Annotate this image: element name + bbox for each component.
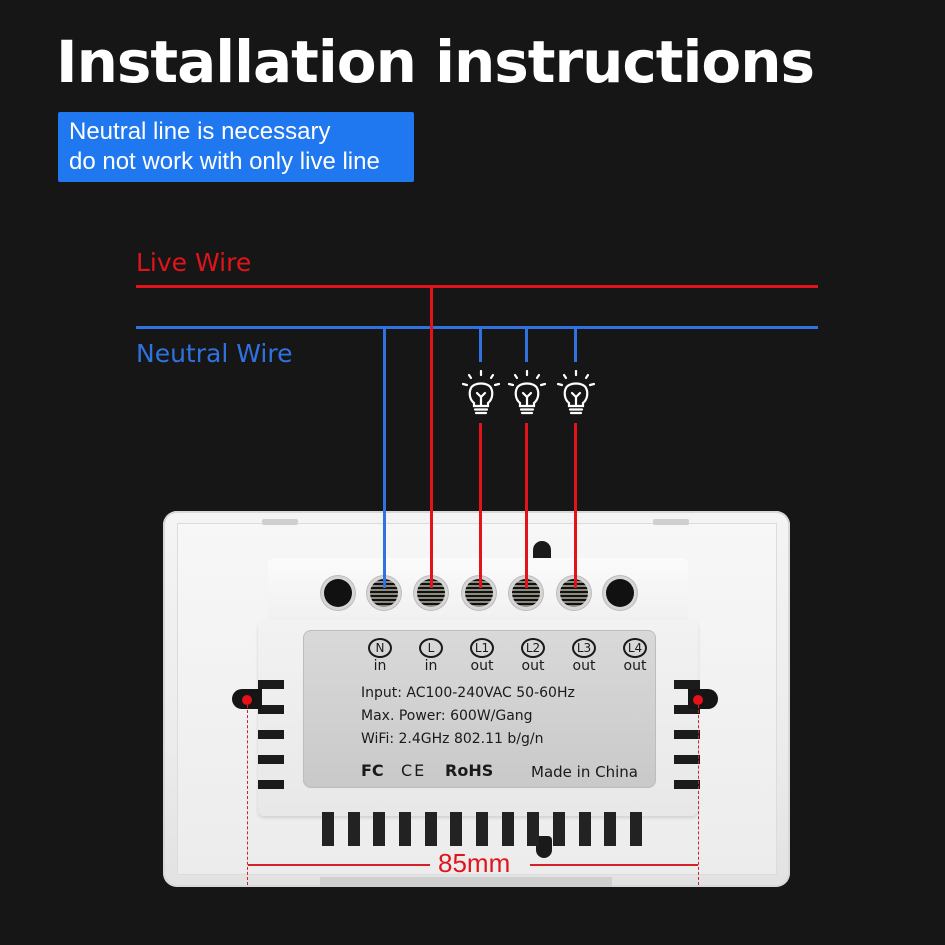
origin-label: Made in China: [531, 763, 638, 781]
terminal-marking-l1: L1 out: [462, 638, 502, 674]
vent-slot: [450, 812, 463, 846]
light-bulb-icon: [556, 370, 596, 415]
live-wire-bus: [136, 285, 818, 288]
dimension-label: 85mm: [438, 848, 511, 878]
notice-line-2: do not work with only live line: [69, 148, 380, 175]
page-title: Installation instructions: [56, 28, 815, 96]
vent-slot: [629, 812, 642, 846]
terminal-marking-n: N in: [360, 638, 400, 674]
neutral-wire-label: Neutral Wire: [136, 339, 293, 368]
side-vent: [258, 680, 284, 689]
terminal-id: L4: [623, 638, 647, 658]
neutral-drop-load-3: [574, 326, 577, 362]
rohs-logo: RoHS: [445, 761, 494, 780]
bottom-clip-slot: [536, 836, 552, 858]
live-wire-label: Live Wire: [136, 248, 252, 277]
terminal-role: out: [623, 658, 647, 674]
live-wire-to-l: [430, 285, 433, 588]
vent-slot: [578, 812, 591, 846]
vent-slot: [527, 812, 540, 846]
terminal-id: L1: [470, 638, 494, 658]
light-bulb-icon: [507, 370, 547, 415]
vent-slot: [604, 812, 617, 846]
terminal-role: in: [424, 658, 438, 674]
terminal-marking-l3: L3 out: [564, 638, 604, 674]
load-3-to-l3: [574, 423, 577, 588]
side-vent: [674, 730, 700, 739]
terminal-role: in: [373, 658, 387, 674]
vent-slot: [501, 812, 514, 846]
terminal-role: out: [572, 658, 596, 674]
neutral-wire-bus: [136, 326, 818, 329]
measure-point-right: [693, 695, 703, 705]
terminal-id: L2: [521, 638, 545, 658]
neutral-line-notice: Neutral line is necessary do not work wi…: [58, 112, 414, 182]
load-1-to-l1: [479, 423, 482, 588]
side-vent: [674, 780, 700, 789]
dimension-guide-right: [698, 705, 699, 885]
terminal-markings: N in L in L1 out L2 out L3 out L4 out: [360, 638, 656, 682]
terminal-id: N: [368, 638, 392, 658]
terminal-marking-l4: L4 out: [615, 638, 655, 674]
neutral-wire-to-n: [383, 326, 386, 588]
side-vent: [258, 730, 284, 739]
light-bulb-icon: [461, 370, 501, 415]
side-vent: [674, 680, 700, 689]
vent-slot: [322, 812, 334, 846]
vent-slot: [398, 812, 411, 846]
neutral-drop-load-1: [479, 326, 482, 362]
terminal-role: out: [470, 658, 494, 674]
side-vent: [258, 755, 284, 764]
terminal-id: L3: [572, 638, 596, 658]
plate-bottom-recess: [320, 877, 612, 887]
spec-power: Max. Power: 600W/Gang: [361, 708, 533, 724]
side-vent: [258, 780, 284, 789]
side-vent: [258, 705, 284, 714]
dimension-line-left: [248, 864, 430, 866]
plate-tab-right: [653, 519, 689, 525]
dimension-guide-left: [247, 705, 248, 885]
vent-slot: [552, 812, 565, 846]
notice-line-1: Neutral line is necessary: [69, 118, 331, 145]
bottom-vent-row: [322, 812, 642, 846]
load-2-to-l2: [525, 423, 528, 588]
terminal-role: out: [521, 658, 545, 674]
vent-slot: [475, 812, 488, 846]
vent-slot: [424, 812, 437, 846]
spec-input: Input: AC100-240VAC 50-60Hz: [361, 685, 575, 701]
spec-wifi: WiFi: 2.4GHz 802.11 b/g/n: [361, 731, 544, 747]
side-vent: [674, 755, 700, 764]
measure-point-left: [242, 695, 252, 705]
side-vent: [674, 705, 700, 714]
plate-tab-left: [262, 519, 298, 525]
fcc-logo: FC: [361, 761, 384, 780]
ce-logo: CE: [401, 761, 427, 780]
terminal-hole-empty-left: [324, 579, 352, 607]
vent-slot: [373, 812, 386, 846]
vent-slot: [347, 812, 360, 846]
terminal-marking-l2: L2 out: [513, 638, 553, 674]
terminal-hole-empty-right: [606, 579, 634, 607]
dimension-line-right: [530, 864, 698, 866]
neutral-drop-load-2: [525, 326, 528, 362]
terminal-id: L: [419, 638, 443, 658]
terminal-marking-l: L in: [411, 638, 451, 674]
